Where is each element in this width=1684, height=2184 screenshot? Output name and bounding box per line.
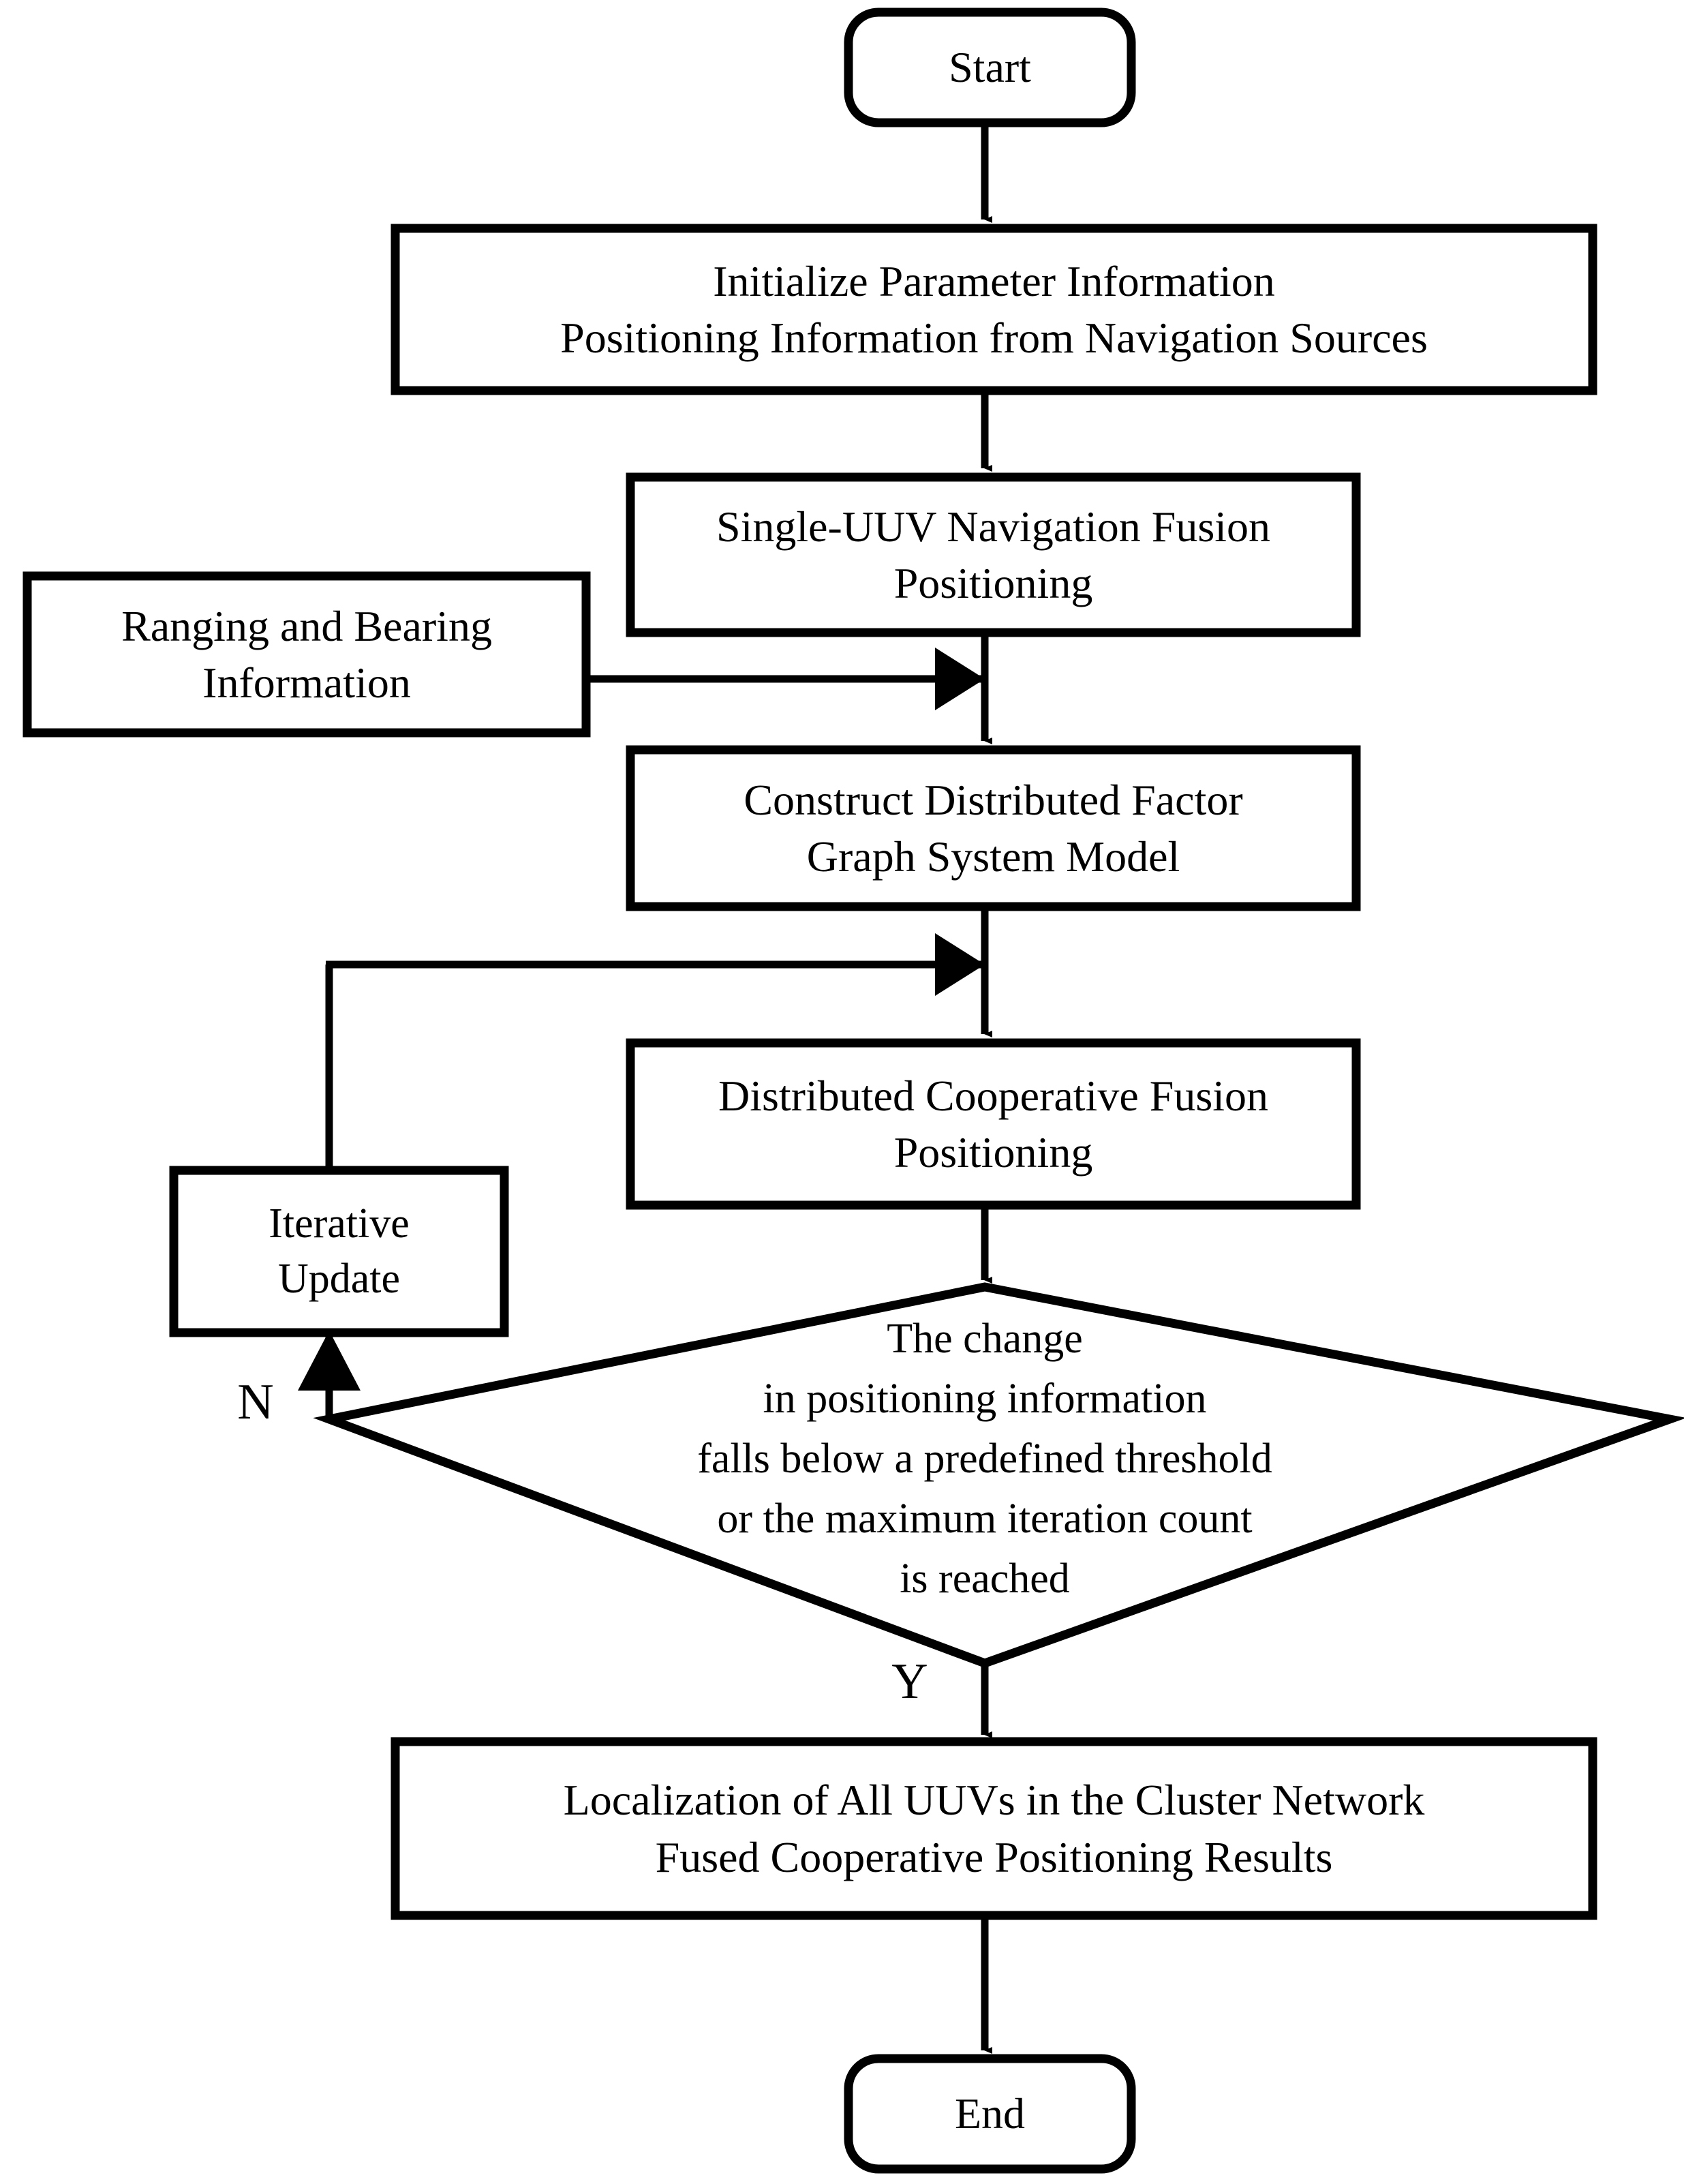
ranging-node-shape[interactable] — [22, 571, 591, 738]
iterative-update-node-shape[interactable] — [169, 1166, 509, 1337]
arrowhead-feedback-into-trunk — [935, 933, 985, 996]
single-uuv-node-shape[interactable] — [626, 472, 1361, 637]
initialize-node-shape[interactable] — [391, 224, 1597, 395]
cooperative-fusion-node-shape[interactable] — [626, 1038, 1361, 1210]
end-node-shape[interactable] — [844, 2054, 1136, 2174]
construct-model-node-shape[interactable] — [626, 745, 1361, 911]
arrowhead-no-into-iterative-update — [298, 1331, 361, 1391]
results-node-shape[interactable] — [391, 1737, 1597, 1920]
start-node-shape[interactable] — [844, 7, 1136, 127]
decision-node-shape[interactable] — [313, 1282, 1684, 1668]
arrowhead-ranging-into-trunk — [935, 648, 985, 710]
branch-label-no: N — [237, 1374, 274, 1430]
branch-label-yes: Y — [891, 1654, 928, 1710]
